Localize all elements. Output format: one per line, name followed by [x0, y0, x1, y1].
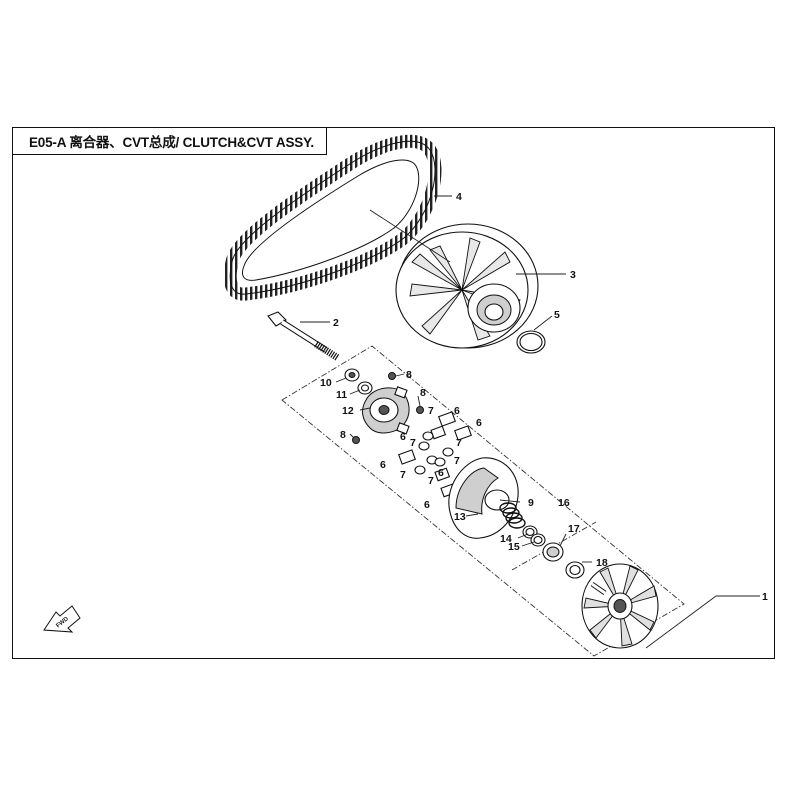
callout-9: 9	[528, 497, 534, 509]
callout-13: 13	[454, 511, 466, 523]
bushing	[565, 561, 585, 579]
callout-6b: 6	[476, 417, 482, 429]
screw-8a	[388, 372, 396, 380]
drive-belt	[223, 134, 442, 301]
callout-6f: 6	[424, 499, 430, 511]
screw-8c	[352, 436, 360, 444]
callout-14: 14	[500, 533, 512, 545]
drawing-frame	[12, 127, 775, 659]
driven-clutch	[395, 223, 539, 349]
callout-7f: 7	[428, 475, 434, 487]
nut	[344, 368, 360, 382]
moveable-sheave	[448, 457, 519, 539]
bolt	[267, 311, 340, 361]
callout-5: 5	[554, 309, 560, 321]
roller-group	[414, 431, 454, 475]
fwd-arrow-icon: FWD	[43, 605, 81, 633]
callout-7d: 7	[454, 455, 460, 467]
assembly-boundary	[281, 345, 685, 657]
callout-15: 15	[508, 541, 520, 553]
callout-6c: 6	[400, 431, 406, 443]
callout-12: 12	[342, 405, 354, 417]
callout-7a: 7	[428, 405, 434, 417]
callout-17: 17	[568, 523, 580, 535]
callout-18: 18	[596, 557, 608, 569]
callout-6d: 6	[380, 459, 386, 471]
screw-8b	[416, 406, 424, 414]
spider-plate	[362, 386, 410, 435]
callout-7b: 7	[410, 437, 416, 449]
callout-2: 2	[333, 317, 339, 329]
title-box: E05-A 离合器、CVT总成/ CLUTCH&CVT ASSY.	[13, 127, 327, 155]
callout-8b: 8	[420, 387, 426, 399]
callout-labels: 1 2 3 4 5 6 6 6 6 6 6 7 7 7 7 7 7 8 8 8 …	[320, 191, 768, 603]
page-title: E05-A 离合器、CVT总成/ CLUTCH&CVT ASSY.	[29, 134, 314, 150]
callout-16: 16	[558, 497, 570, 509]
callout-11: 11	[336, 389, 347, 401]
callout-1: 1	[762, 591, 768, 603]
callout-6e: 6	[438, 467, 444, 479]
callout-8c: 8	[340, 429, 346, 441]
spring	[499, 502, 526, 529]
callout-7c: 7	[456, 437, 462, 449]
bearing	[542, 542, 564, 562]
callout-10: 10	[320, 377, 332, 389]
washer-15	[530, 533, 546, 547]
washer	[357, 381, 373, 395]
leader-lines	[300, 195, 760, 649]
callout-7e: 7	[400, 469, 406, 481]
callout-8a: 8	[406, 369, 412, 381]
slider-group	[398, 411, 472, 498]
callout-3: 3	[570, 269, 576, 281]
callout-6a: 6	[454, 405, 460, 417]
o-ring	[516, 330, 546, 354]
fixed-sheave	[581, 563, 659, 649]
callout-4: 4	[456, 191, 462, 203]
